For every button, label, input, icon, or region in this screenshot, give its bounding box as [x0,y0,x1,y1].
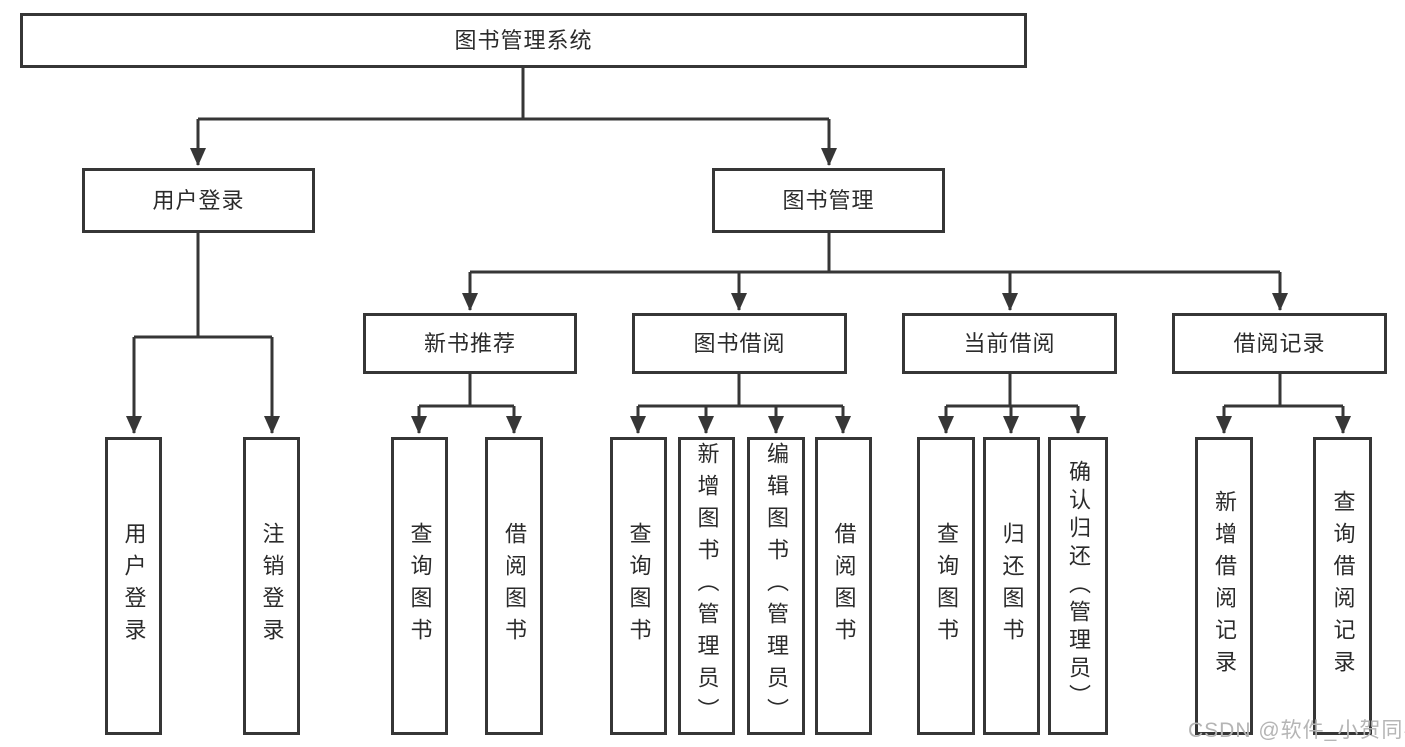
node-new-book-recommend: 新书推荐 [363,313,577,374]
edges-book-mgmt [462,230,1288,311]
leaf-current-return-books: 归还图书 [983,437,1040,735]
edges-book-borrow [630,371,851,434]
edges-new-book [411,371,522,434]
leaf-user-login: 用户登录 [105,437,162,735]
node-book-borrowing: 图书借阅 [632,313,847,374]
leaf-newbook-borrow-books: 借阅图书 [485,437,543,735]
node-borrowing-records: 借阅记录 [1172,313,1387,374]
node-user-login: 用户登录 [82,168,315,233]
leaf-records-query-record: 查询借阅记录 [1313,437,1372,735]
leaf-records-add-record: 新增借阅记录 [1195,437,1253,735]
leaf-current-confirm-return-admin: 确认归还（管理员） [1048,437,1108,735]
leaf-borrowing-edit-books-admin: 编辑图书（管理员） [747,437,805,735]
node-current-borrowing: 当前借阅 [902,313,1117,374]
edges-root [190,66,837,166]
edges-borrow-records [1216,371,1351,434]
edges-current-borrow [938,371,1086,434]
leaf-borrowing-query-books: 查询图书 [610,437,667,735]
leaf-borrowing-borrow-books: 借阅图书 [815,437,872,735]
leaf-current-query-books: 查询图书 [917,437,975,735]
leaf-borrowing-add-books-admin: 新增图书（管理员） [678,437,735,735]
node-library-management-system: 图书管理系统 [20,13,1027,68]
leaf-logout: 注销登录 [243,437,300,735]
leaf-newbook-query-books: 查询图书 [391,437,448,735]
csdn-watermark: CSDN @软件_小贺同学 [1188,719,1405,742]
edges-user-login [126,230,280,434]
node-book-management: 图书管理 [712,168,945,233]
